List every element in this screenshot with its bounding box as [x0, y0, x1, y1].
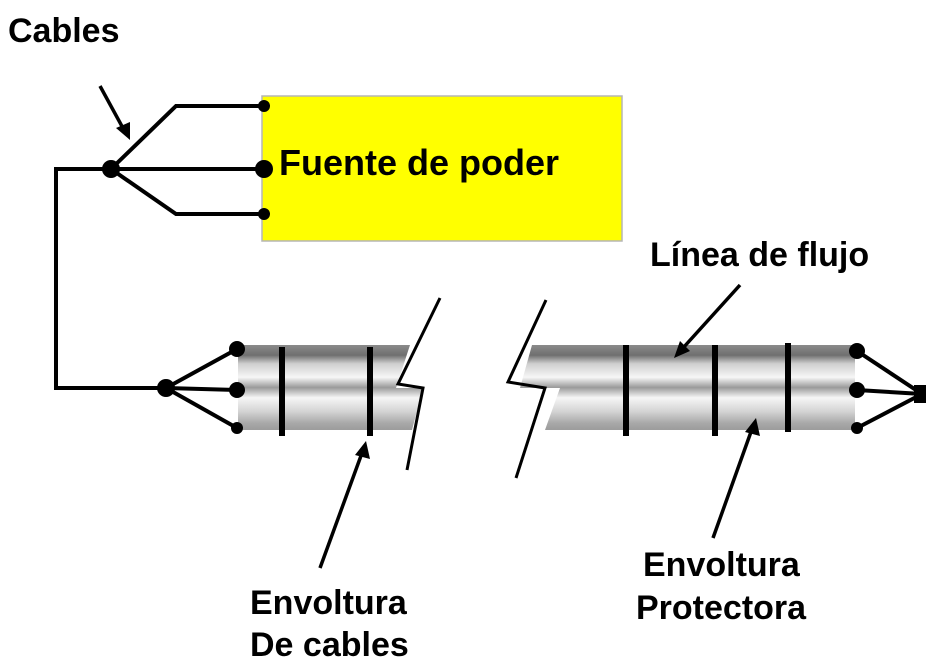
right-terminal-bottom	[851, 422, 863, 434]
cable-wrap-label-line1: Envoltura	[250, 584, 408, 622]
right-terminal-middle	[849, 382, 865, 398]
flow-line-label: Línea de flujo	[650, 236, 869, 274]
wrap-bands	[279, 343, 791, 436]
pipe-left-section	[238, 345, 423, 430]
cable-junction-bottom	[157, 379, 175, 397]
pointer-arrows	[98, 85, 760, 569]
right-terminal-top	[849, 343, 865, 359]
left-terminal-top	[229, 341, 245, 357]
left-end-cables	[165, 347, 238, 430]
protective-wrap-label-line1: Envoltura	[643, 546, 801, 584]
psu-terminal-bottom	[258, 208, 270, 220]
protective-wrap-label-line2: Protectora	[636, 589, 807, 627]
psu-terminal-top	[258, 100, 270, 112]
cable-wrap-label-line2: De cables	[250, 626, 409, 663]
power-source-box	[261, 95, 623, 242]
right-end-cables	[855, 349, 924, 430]
pipe-break-left	[395, 297, 442, 471]
lead-wire	[54, 167, 166, 390]
left-terminal-middle	[229, 382, 245, 398]
pipe-right-section	[520, 345, 855, 430]
pipe-break-right	[505, 299, 548, 479]
cables-label: Cables	[8, 12, 120, 50]
supply-cables	[109, 104, 262, 216]
power-source-label: Fuente de poder	[279, 142, 559, 183]
left-terminal-bottom	[231, 422, 243, 434]
psu-terminal-middle	[255, 160, 273, 178]
right-end-cap	[914, 385, 926, 403]
